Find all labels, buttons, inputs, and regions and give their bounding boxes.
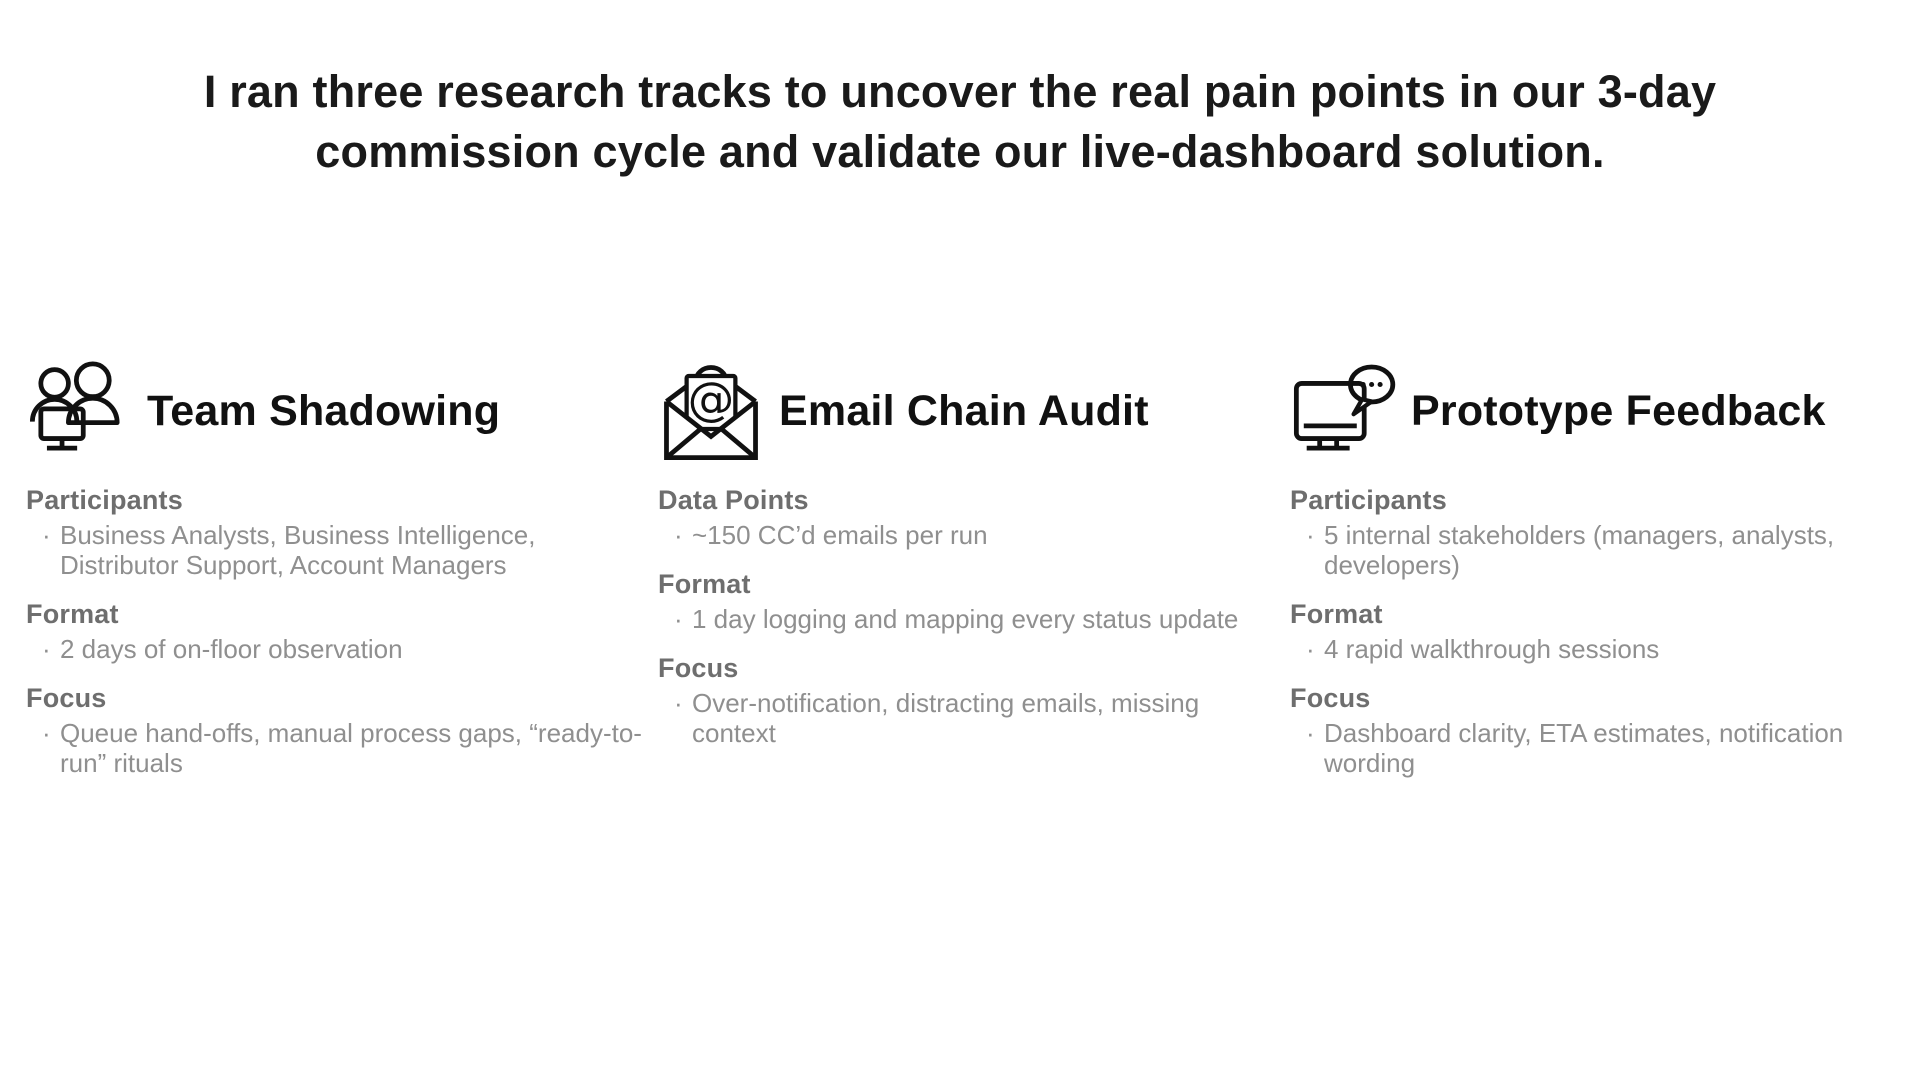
bullet-text: Dashboard clarity, ETA estimates, notifi… [1324, 718, 1844, 778]
bullet-dot: · [674, 604, 683, 634]
bullet-text: Over-notification, distracting emails, m… [692, 688, 1200, 748]
track-title: Team Shadowing [147, 386, 501, 435]
bullet-dot: · [674, 688, 683, 718]
bullet-text: ~150 CC’d emails per run [692, 520, 988, 550]
track-header: Team Shadowing [26, 356, 650, 466]
section-focus: Focus · Over-notification, distracting e… [658, 652, 1282, 748]
section-label: Format [26, 599, 119, 629]
bullet-text: 5 internal stakeholders (managers, analy… [1324, 520, 1835, 580]
section-format: Format · 1 day logging and mapping every… [658, 568, 1282, 634]
section-participants: Participants · Business Analysts, Busine… [26, 484, 650, 580]
section-format: Format · 4 rapid walkthrough sessions [1290, 598, 1914, 664]
bullet-text: 4 rapid walkthrough sessions [1324, 634, 1660, 664]
bullet-item: · 4 rapid walkthrough sessions [1290, 634, 1914, 664]
section-label: Participants [26, 485, 183, 515]
bullet-dot: · [1306, 520, 1315, 550]
bullet-dot: · [42, 718, 51, 748]
bullet-item: · 1 day logging and mapping every status… [658, 604, 1282, 634]
bullet-text: Business Analysts, Business Intelligence… [60, 520, 536, 580]
section-participants: Participants · 5 internal stakeholders (… [1290, 484, 1914, 580]
svg-text:@: @ [688, 372, 735, 426]
track-header: @ Email Chain Audit [658, 356, 1282, 466]
section-data-points: Data Points · ~150 CC’d emails per run [658, 484, 1282, 550]
section-label: Format [658, 569, 751, 599]
bullet-item: · 5 internal stakeholders (managers, ana… [1290, 520, 1914, 580]
bullet-item: · Queue hand-offs, manual process gaps, … [26, 718, 650, 778]
section-label: Data Points [658, 485, 809, 515]
bullet-dot: · [1306, 718, 1315, 748]
bullet-dot: · [42, 520, 51, 550]
bullet-item: · ~150 CC’d emails per run [658, 520, 1282, 550]
bullet-dot: · [42, 634, 51, 664]
monitor-speech-bubble-icon [1290, 358, 1396, 464]
track-title: Email Chain Audit [779, 386, 1149, 435]
bullet-dot: · [674, 520, 683, 550]
track-prototype-feedback: Prototype Feedback Participants · 5 inte… [1290, 356, 1920, 778]
bullet-text: 1 day logging and mapping every status u… [692, 604, 1239, 634]
section-focus: Focus · Dashboard clarity, ETA estimates… [1290, 682, 1914, 778]
section-label: Participants [1290, 485, 1447, 515]
section-label: Format [1290, 599, 1383, 629]
bullet-item: · Business Analysts, Business Intelligen… [26, 520, 650, 580]
bullet-item: · Dashboard clarity, ETA estimates, noti… [1290, 718, 1914, 778]
track-header: Prototype Feedback [1290, 356, 1914, 466]
bullet-dot: · [1306, 634, 1315, 664]
slide-title: I ran three research tracks to uncover t… [0, 62, 1920, 182]
open-envelope-email-icon: @ [658, 358, 764, 464]
section-label: Focus [26, 683, 107, 713]
bullet-text: 2 days of on-floor observation [60, 634, 403, 664]
section-label: Focus [658, 653, 739, 683]
people-at-computer-icon [26, 358, 132, 464]
section-format: Format · 2 days of on-floor observation [26, 598, 650, 664]
track-email-chain-audit: @ Email Chain Audit Data Points · ~150 C… [658, 356, 1290, 778]
bullet-item: · Over-notification, distracting emails,… [658, 688, 1282, 748]
bullet-text: Queue hand-offs, manual process gaps, “r… [60, 718, 642, 778]
slide-title-line-2: commission cycle and validate our live-d… [315, 126, 1605, 177]
section-focus: Focus · Queue hand-offs, manual process … [26, 682, 650, 778]
section-label: Focus [1290, 683, 1371, 713]
slide-title-line-1: I ran three research tracks to uncover t… [203, 66, 1717, 117]
bullet-item: · 2 days of on-floor observation [26, 634, 650, 664]
research-tracks-row: Team Shadowing Participants · Business A… [26, 356, 1920, 778]
track-team-shadowing: Team Shadowing Participants · Business A… [26, 356, 658, 778]
track-title: Prototype Feedback [1411, 386, 1826, 435]
